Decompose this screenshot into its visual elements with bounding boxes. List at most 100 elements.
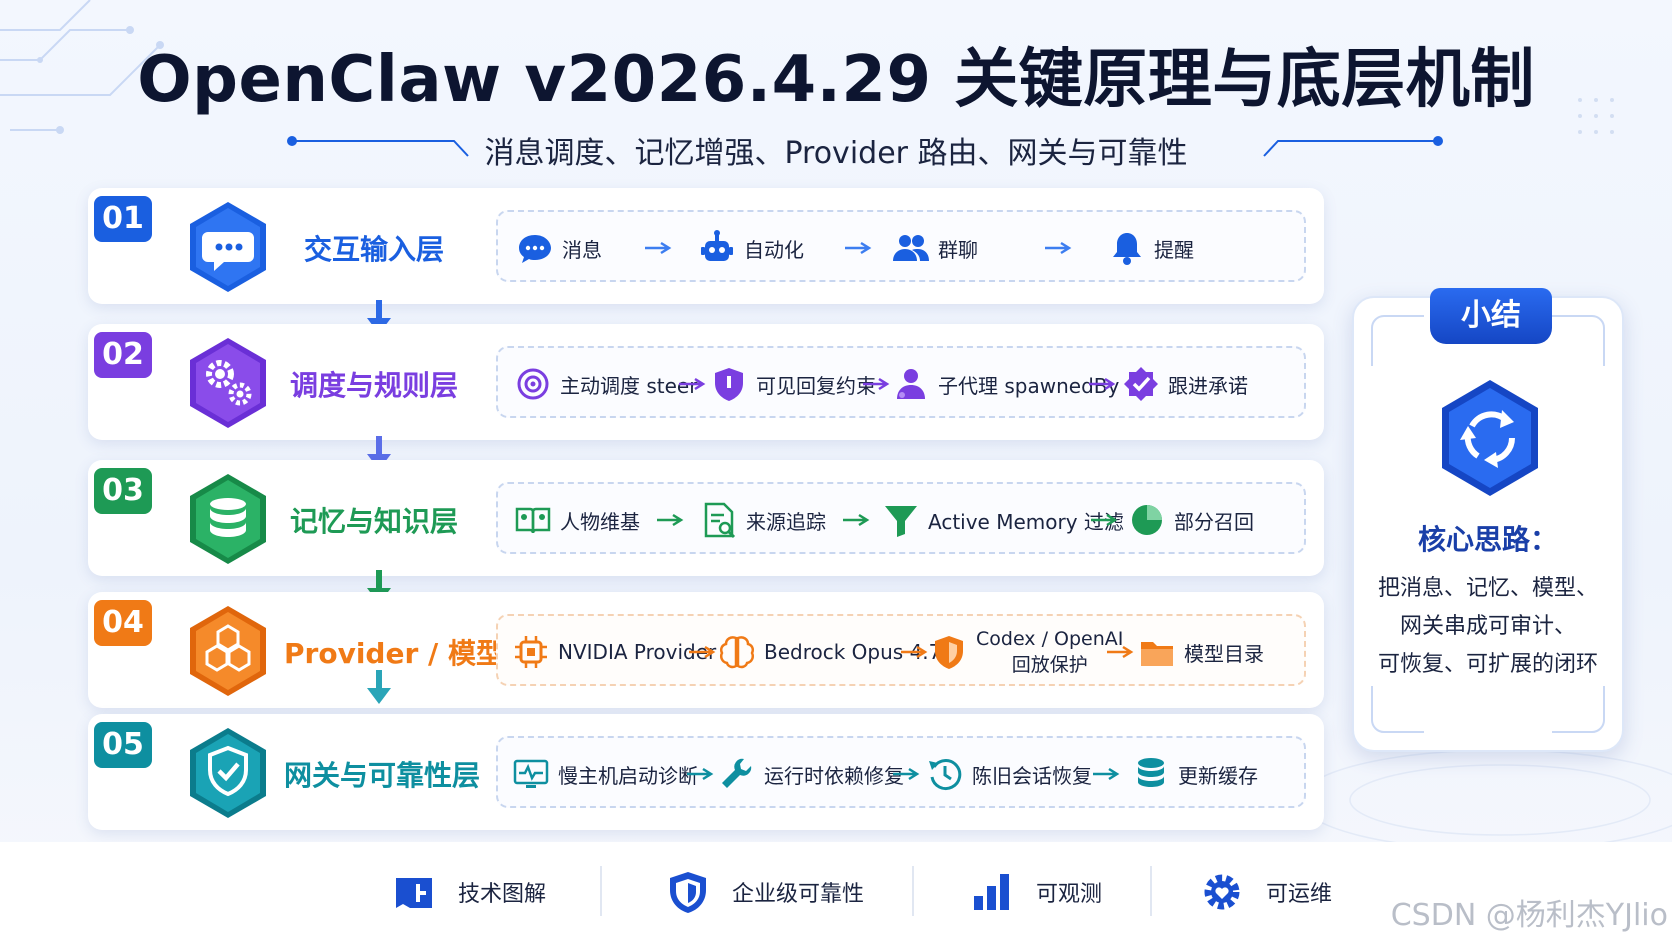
summary-line: 可恢复、可扩展的闭环 <box>1377 652 1598 677</box>
page-subtitle: 消息调度、记忆增强、Provider 路由、网关与可靠性 <box>484 136 1188 171</box>
flow-item: 模型目录 <box>1138 616 1264 688</box>
flow-arrow <box>682 738 718 810</box>
flow-arrow <box>640 212 676 284</box>
chip-icon <box>515 636 547 668</box>
layer-title: 记忆与知识层 <box>289 505 458 538</box>
watermark: CSDN @杨利杰YJlio <box>1390 898 1668 933</box>
flow-item: Codex / OpenAI 回放保护 <box>930 616 1123 688</box>
layer-number-badge: 03 <box>94 468 152 514</box>
layer-title: 调度与规则层 <box>289 369 458 402</box>
flow-item-label: 跟进承诺 <box>1168 373 1248 398</box>
monitor-icon <box>513 759 549 788</box>
flow-item-label-line2: 回放保护 <box>1011 654 1088 676</box>
flow-box: 慢主机启动诊断 运行时依赖修复 陈旧会话恢复 更新缓存 <box>496 736 1306 808</box>
flow-item-label: 运行时依赖修复 <box>764 763 904 788</box>
flow-item: 自动化 <box>698 212 804 284</box>
summary-panel: 小结 核心思路： 把消息、记忆、模型、 网关串成可审计、 可恢复、可扩展的闭环 <box>1352 288 1624 752</box>
flow-item-label: 群聊 <box>938 237 978 262</box>
footer-divider <box>912 866 914 916</box>
footer-item: 可运维 <box>1200 868 1332 916</box>
flow-item-label: 主动调度 steer <box>560 373 698 398</box>
flow-box: NVIDIA Provider Bedrock Opus 4.7 Codex /… <box>496 614 1306 686</box>
flow-item: 来源追踪 <box>700 484 826 556</box>
summary-body: 把消息、记忆、模型、 网关串成可审计、 可恢复、可扩展的闭环 <box>1354 570 1622 684</box>
folder-icon <box>1141 642 1173 666</box>
shield-check-icon <box>670 872 706 913</box>
bell-icon <box>1113 233 1141 265</box>
footer-item: 可观测 <box>970 868 1102 916</box>
group-icon <box>893 235 929 261</box>
flow-item-label: 来源追踪 <box>746 509 826 534</box>
filter-icon <box>885 506 917 537</box>
shield-orange-icon <box>935 636 963 669</box>
flow-item-label: 慢主机启动诊断 <box>558 763 698 788</box>
flow-arrow <box>838 484 874 556</box>
footer-bar: 技术图解 企业级可靠性 可观测 可运维 <box>0 842 1672 941</box>
flow-item: 提醒 <box>1108 212 1194 284</box>
robot-icon <box>701 230 733 261</box>
flow-item-label: Codex / OpenAI <box>976 628 1124 650</box>
layer-title: 网关与可靠性层 <box>284 759 481 792</box>
layer-number-badge: 04 <box>94 600 152 646</box>
flow-arrow <box>840 212 876 284</box>
brain-icon <box>719 636 755 669</box>
footer-label: 技术图解 <box>458 882 547 907</box>
flow-item: 群聊 <box>892 212 978 284</box>
flow-arrow <box>674 348 710 420</box>
summary-tab: 小结 <box>1430 288 1552 344</box>
flow-item-label: 可见回复约束 <box>756 373 876 398</box>
flow-item-label: 提醒 <box>1154 237 1194 262</box>
footer-label: 企业级可靠性 <box>732 882 865 907</box>
layer-row-2: 02 调度与规则层 主动调度 steer 可见回复约束 <box>88 324 1324 440</box>
flow-arrow <box>1102 616 1138 688</box>
flow-box: 主动调度 steer 可见回复约束 子代理 spawnedBy <box>496 346 1306 418</box>
database-hex-icon <box>190 474 266 564</box>
flow-item-label: 部分召回 <box>1174 509 1254 534</box>
gear-heart-icon <box>1204 874 1240 910</box>
agent-icon <box>897 369 925 399</box>
layer-number-badge: 01 <box>94 196 152 242</box>
flow-item: 陈旧会话恢复 <box>926 738 1092 810</box>
layer-number-badge: 05 <box>94 722 152 768</box>
badge-check-icon <box>1124 367 1158 401</box>
flow-item-label-group: Codex / OpenAI 回放保护 <box>976 626 1123 678</box>
down-arrow <box>367 670 391 704</box>
flow-item-label: 消息 <box>562 237 602 262</box>
gears-hex-icon <box>190 338 266 428</box>
footer-item: 企业级可靠性 <box>666 868 864 916</box>
footer-divider <box>600 866 602 916</box>
summary-line: 网关串成可审计、 <box>1399 614 1576 639</box>
footer-label: 可观测 <box>1036 882 1103 907</box>
flow-item: 慢主机启动诊断 <box>512 738 698 810</box>
summary-frame-lines <box>1371 315 1605 733</box>
page-title: OpenClaw v2026.4.29 关键原理与底层机制 <box>137 43 1535 117</box>
chat-hex-icon <box>190 202 266 292</box>
flow-arrow <box>858 348 894 420</box>
subtitle-left-line <box>287 136 469 157</box>
layer-row-4: 04 Provider / 模型层 NVIDIA Provider <box>88 592 1324 708</box>
summary-line: 把消息、记忆、模型、 <box>1377 576 1598 601</box>
flow-item: 人物维基 <box>514 484 640 556</box>
flow-box: 消息 自动化 群聊 提醒 <box>496 210 1306 282</box>
chat-bubble-icon <box>519 235 551 263</box>
bar-chart-icon <box>974 874 1009 910</box>
restore-icon <box>929 759 962 791</box>
flow-arrow <box>652 484 688 556</box>
flow-item-label: Active Memory 过滤 <box>928 509 1124 534</box>
summary-heading: 核心思路： <box>1417 523 1558 556</box>
layer-row-1: 01 交互输入层 消息 自动化 <box>88 188 1324 304</box>
flow-item-label: 人物维基 <box>560 509 640 534</box>
flow-arrow <box>1088 738 1124 810</box>
diagram-icon <box>396 878 432 908</box>
pie-icon <box>1132 505 1162 535</box>
flow-item-label: 陈旧会话恢复 <box>972 763 1092 788</box>
flow-arrow <box>888 738 924 810</box>
doc-search-icon <box>704 502 736 539</box>
flow-item-label: 更新缓存 <box>1178 763 1258 788</box>
flow-box: 人物维基 来源追踪 Active Memory 过滤 <box>496 482 1306 554</box>
flow-item: 子代理 spawnedBy <box>892 348 1119 420</box>
subtitle-row: 消息调度、记忆增强、Provider 路由、网关与可靠性 <box>0 120 1672 171</box>
layer-row-5: 05 网关与可靠性层 慢主机启动诊断 运行时依赖修复 <box>88 714 1324 830</box>
flow-item: 跟进承诺 <box>1122 348 1248 420</box>
subtitle-right-line <box>1263 136 1443 157</box>
